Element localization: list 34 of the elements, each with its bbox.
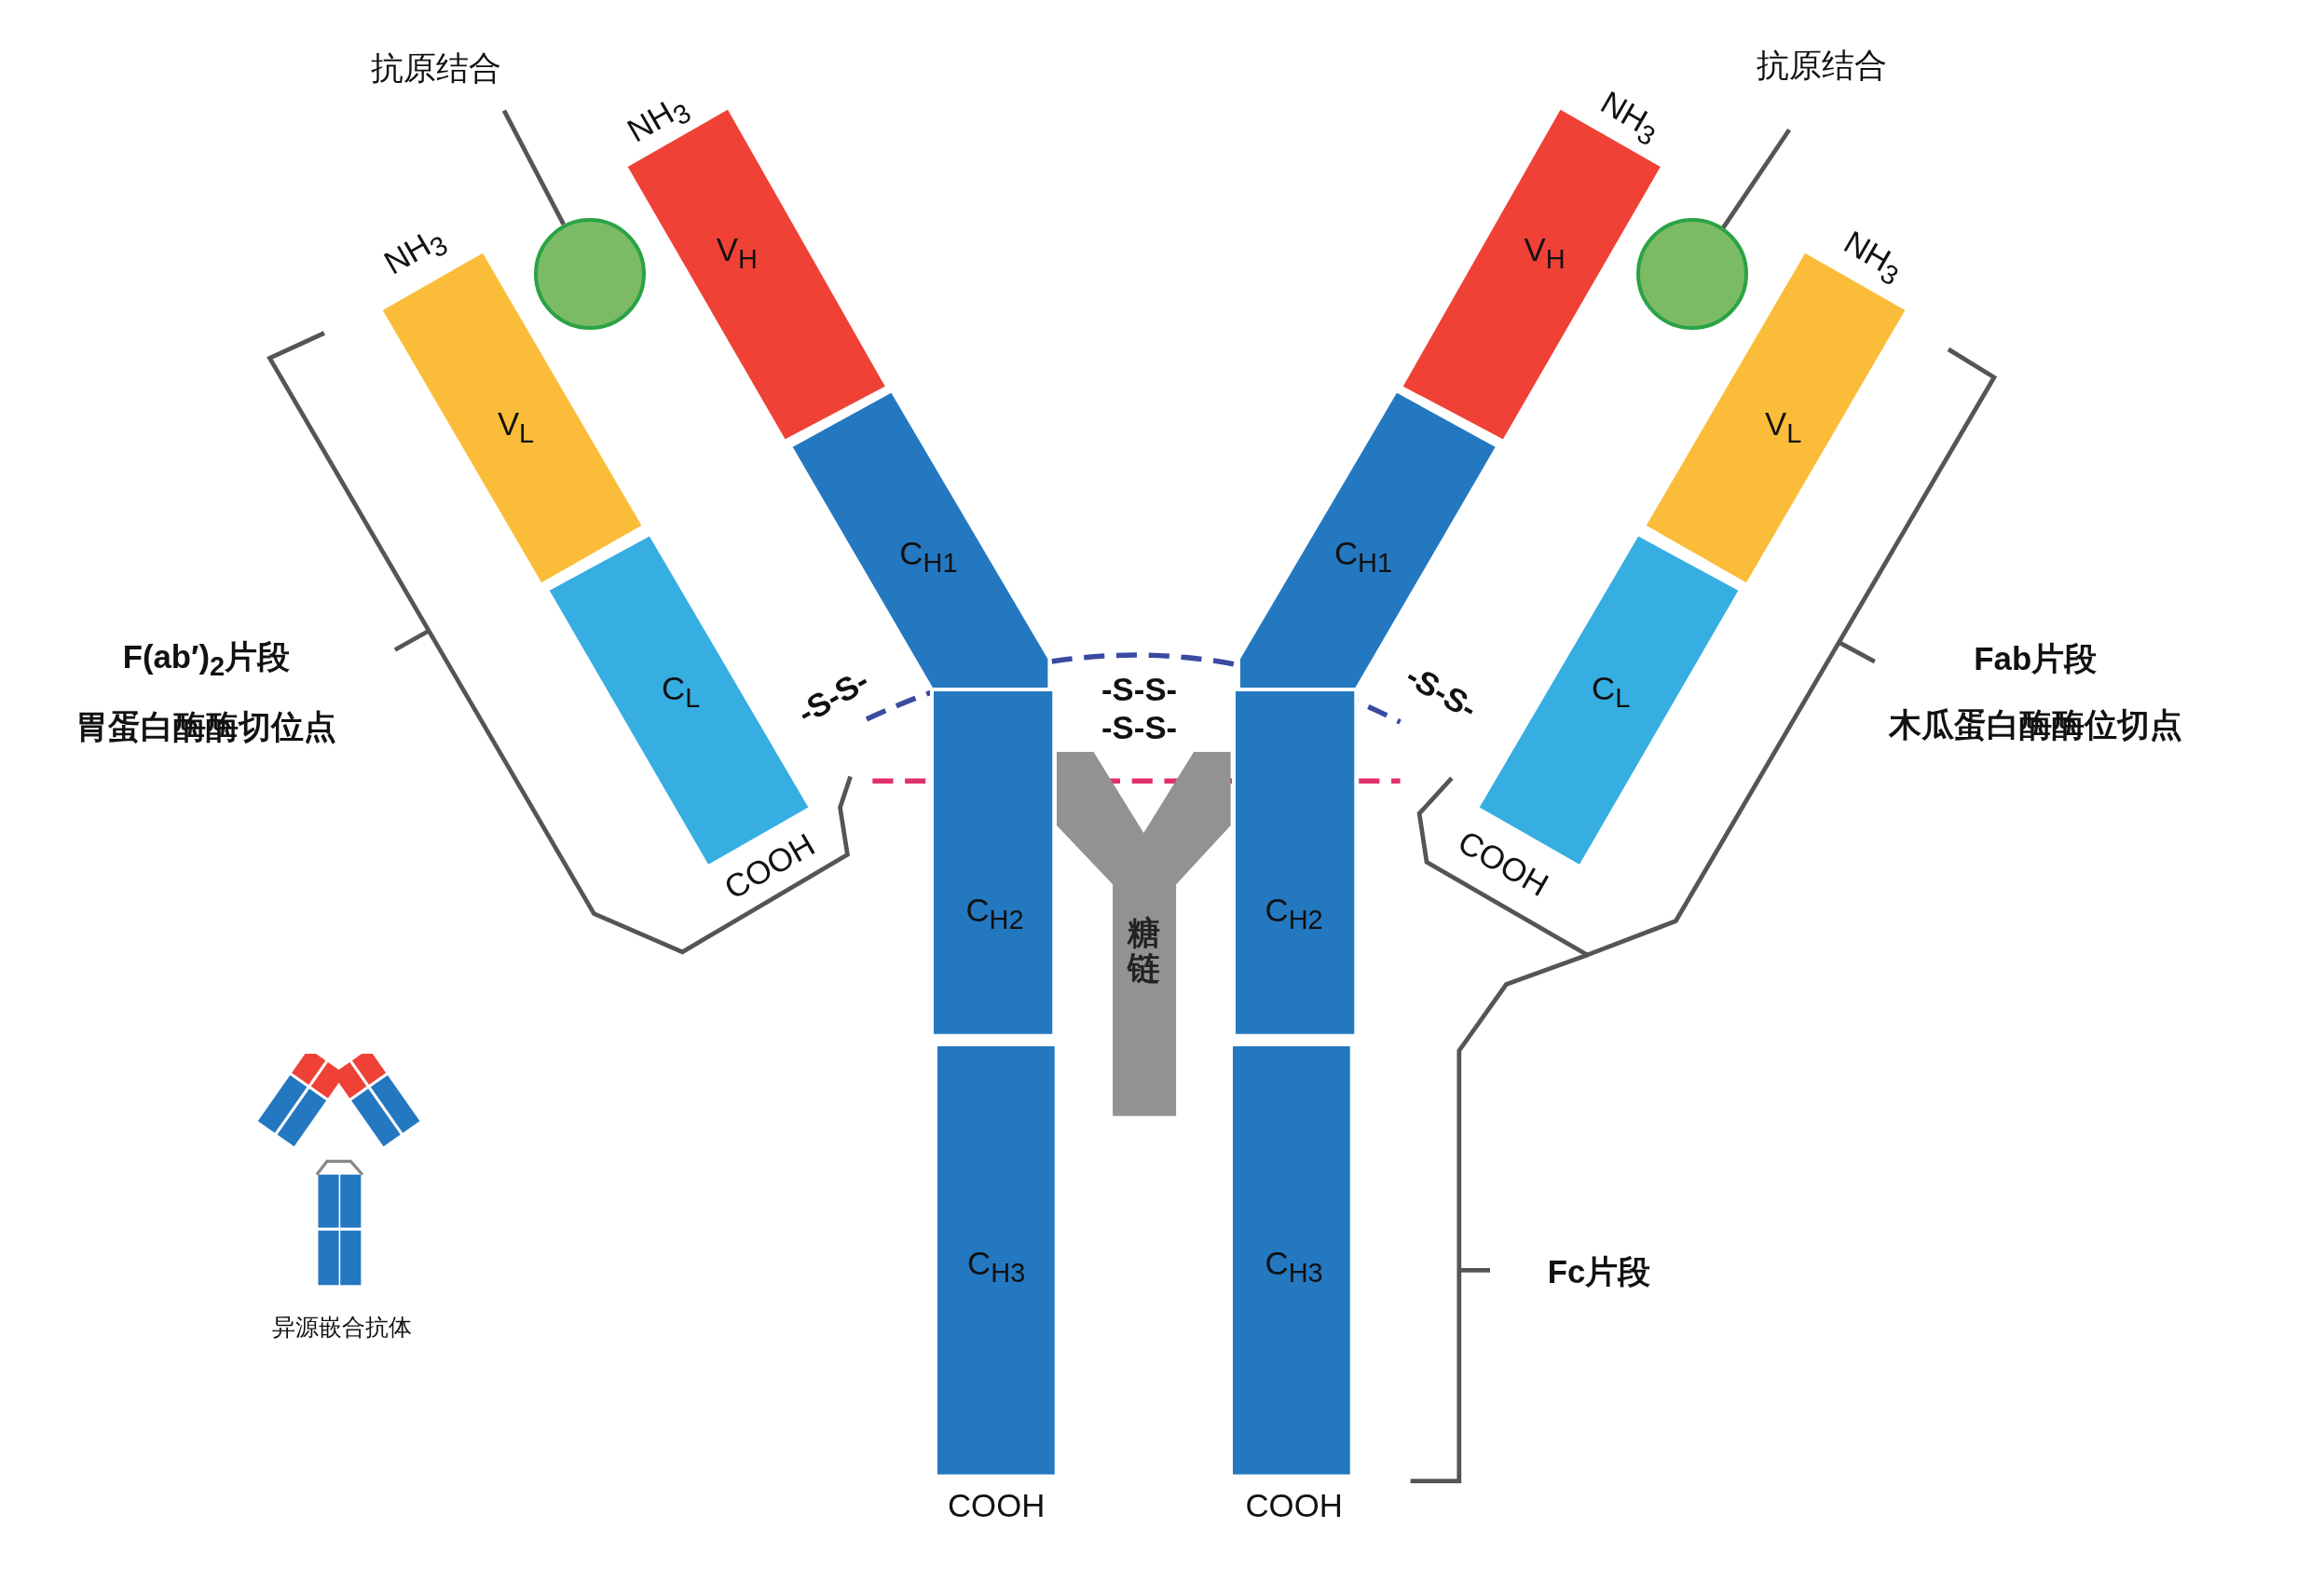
domain-label: C$_{H1}$	[1333, 535, 1393, 579]
domain-label: C$_{H1}$	[899, 535, 958, 579]
cleavage-site-label: 木瓜蛋白酶酶位切点	[1888, 708, 2182, 742]
disulfide-label: -S-S-	[791, 663, 874, 730]
leader-line	[501, 109, 566, 226]
disulfide-label: -S-S-	[1401, 660, 1483, 726]
callout-text: 抗原结合	[1756, 45, 1887, 89]
domain-label: V$_{H}$	[716, 232, 758, 275]
domain-label: C$_{L}$	[662, 671, 701, 715]
cleavage-site-label: 胃蛋白酶酶切位点	[75, 710, 337, 743]
fragment-label: Fc片段	[1547, 1255, 1651, 1289]
callout-text: 抗原结合	[371, 48, 502, 91]
domain-label: C$_{L}$	[1592, 671, 1631, 715]
domain-label: V$_{H}$	[1524, 232, 1566, 275]
domain-label: V$_{L}$	[1765, 405, 1802, 449]
domain-box	[936, 1044, 1057, 1477]
cooh-label: COOH	[1245, 1487, 1343, 1524]
glycan-label: 糖链	[1127, 914, 1160, 987]
cooh-label: COOH	[948, 1487, 1046, 1524]
leader-line	[1721, 128, 1792, 229]
domain-label: C$_{H3}$	[1265, 1246, 1323, 1289]
domain-label: C$_{H2}$	[965, 892, 1024, 935]
disulfide-label: -S-S-	[1101, 711, 1178, 744]
domain-box	[931, 689, 1054, 1036]
glycan-shape	[1057, 751, 1231, 1116]
domain-box	[1230, 1044, 1352, 1477]
domain-box	[1233, 689, 1357, 1036]
domain-label: V$_{L}$	[497, 405, 535, 449]
domain-label: C$_{H2}$	[1265, 892, 1323, 935]
domain-label: C$_{H3}$	[967, 1246, 1026, 1289]
fragment-label: F(ab′)$_{2}$片段	[122, 640, 291, 680]
icon-caption: 异源嵌合抗体	[271, 1316, 412, 1340]
disulfide-label: -S-S-	[1101, 673, 1178, 706]
fragment-label: Fab片段	[1974, 642, 2098, 675]
